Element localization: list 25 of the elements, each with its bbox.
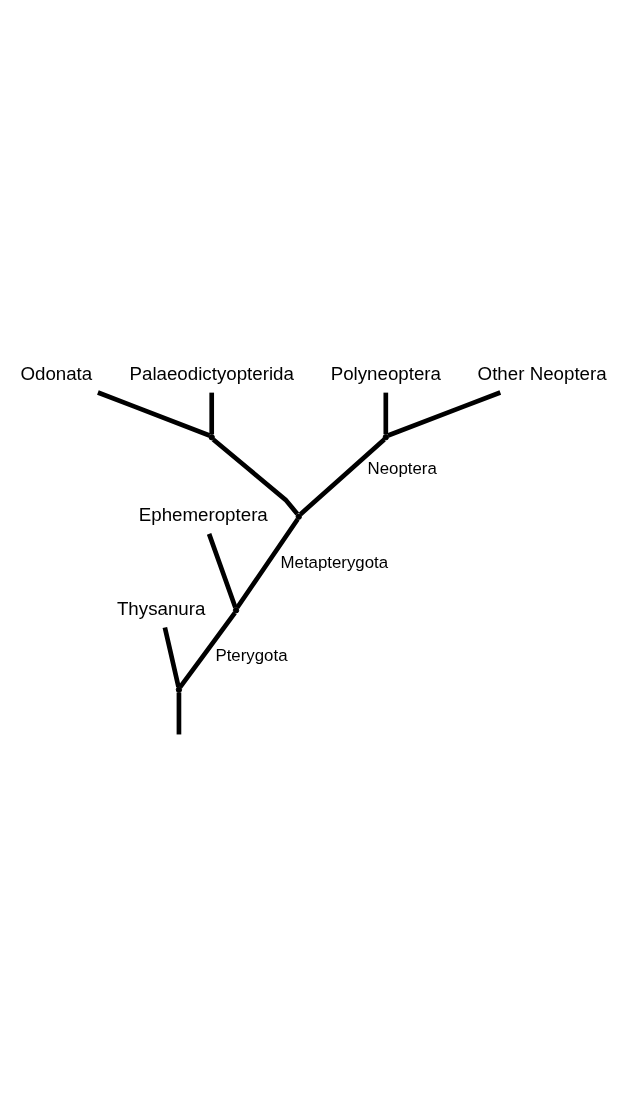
connector xyxy=(387,389,502,438)
node-point xyxy=(208,433,215,440)
node-text: Other Neoptera xyxy=(477,362,607,384)
node-text: Ephemeroptera xyxy=(138,503,268,525)
connector xyxy=(97,389,211,438)
node-point xyxy=(295,513,302,520)
node-text: Odonata xyxy=(20,362,93,384)
connector xyxy=(209,392,215,434)
connector xyxy=(298,437,386,516)
connector xyxy=(206,532,238,608)
connector xyxy=(211,437,300,516)
node-point xyxy=(382,433,389,440)
connector xyxy=(383,392,389,434)
connector xyxy=(176,692,182,734)
connector xyxy=(162,626,181,687)
edge-label: Pterygota xyxy=(215,645,288,665)
node-text: Thysanura xyxy=(116,597,206,619)
edge-label: Neoptera xyxy=(367,458,437,478)
node-point xyxy=(232,606,240,613)
node-text: Palaeodictyopterida xyxy=(129,362,294,384)
node-point xyxy=(175,686,183,693)
node-text: Polyneoptera xyxy=(330,362,441,384)
connector xyxy=(178,610,237,689)
connector xyxy=(235,517,300,609)
edge-label: Metapterygota xyxy=(280,552,389,572)
